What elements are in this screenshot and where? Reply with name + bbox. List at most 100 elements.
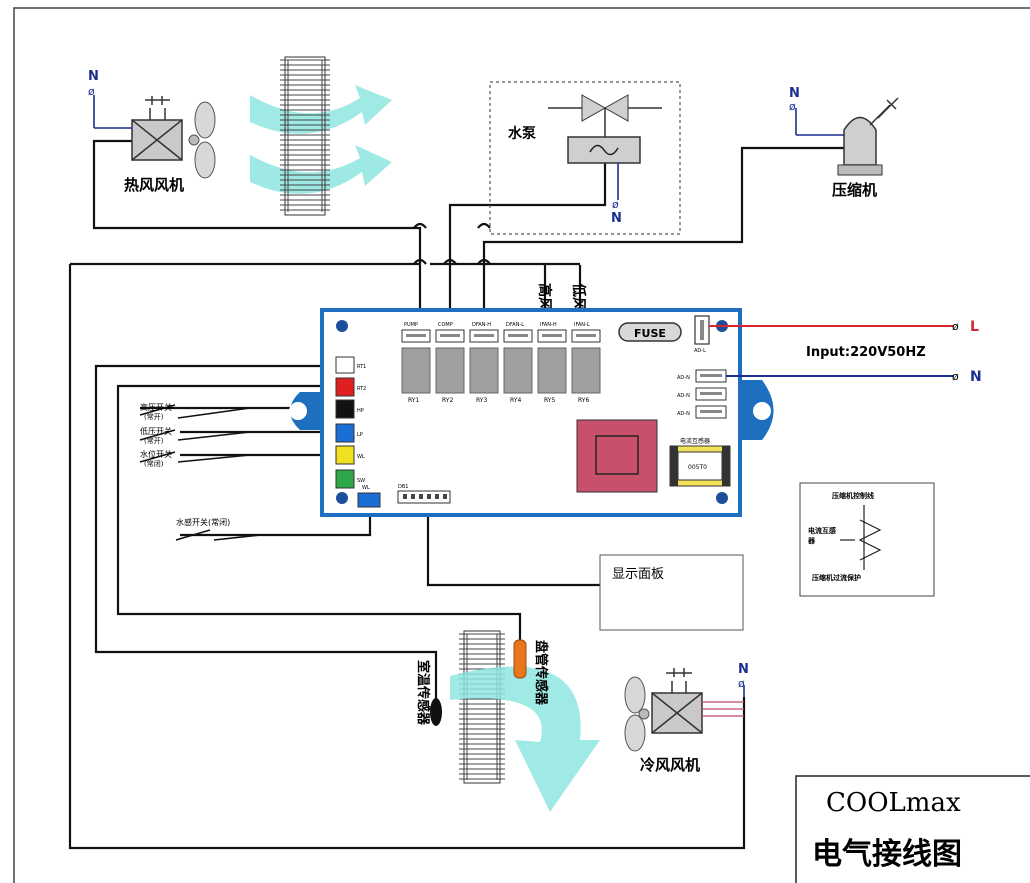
db1-label: DB1 — [398, 484, 408, 490]
relay-label-3: RY3 — [476, 397, 487, 404]
relay-top-label-2: COMP — [438, 322, 453, 328]
cold-fan-neutral-label: N — [738, 662, 749, 677]
adn-label-1: AD-N — [677, 375, 690, 381]
cold-fan — [624, 668, 745, 752]
room-temp-sensor — [430, 698, 442, 726]
outer-frame — [13, 7, 1030, 883]
display-panel-label: 显示面板 — [612, 567, 664, 582]
relay-2 — [435, 347, 465, 394]
title-block — [795, 775, 1030, 883]
ct-title: 电流互感器 — [680, 437, 710, 445]
neutral-terminal: ø — [952, 370, 959, 383]
wl-label: WL — [362, 485, 370, 491]
relay-connector-pin-2 — [440, 334, 460, 337]
relay-label-4: RY4 — [510, 397, 521, 404]
ct-value: 005T0 — [688, 464, 707, 471]
pump-label: 水泵 — [508, 125, 536, 142]
conn-label-wl: WL — [357, 454, 365, 460]
conn-label-rt2: RT2 — [357, 386, 366, 392]
legend-line1: 压缩机控制线 — [832, 491, 874, 500]
hot-fan-neutral-label: N — [88, 69, 99, 84]
relay-5 — [537, 347, 567, 394]
hot-fan — [93, 95, 216, 179]
adn-label-2: AD-N — [677, 393, 690, 399]
black-wires — [68, 139, 844, 850]
legend-ct-symbol — [840, 505, 882, 570]
switch-water-label: 水位开关 — [140, 449, 172, 459]
compressor — [795, 97, 899, 176]
compressor-neutral-symbol: ø — [789, 100, 796, 113]
conn-label-hp: HP — [357, 408, 364, 414]
switch-water-sub: (常闭) — [144, 459, 164, 468]
cold-airflow — [450, 666, 600, 812]
relay-3 — [469, 347, 499, 394]
low-wind-label: 低风 — [570, 282, 587, 311]
cold-fan-neutral-symbol: ø — [738, 677, 745, 690]
hot-fan-neutral-symbol: ø — [88, 85, 95, 98]
switch-low-sub: (常开) — [144, 436, 164, 445]
relay-top-label-3: DFAN-H — [472, 322, 491, 328]
adn-terminals — [695, 369, 727, 419]
compressor-label: 压缩机 — [832, 181, 877, 199]
switch-flow-label: 水感开关(常闭) — [176, 517, 230, 527]
legend-line3: 器 — [807, 536, 816, 545]
relay-label-2: RY2 — [442, 397, 453, 404]
high-wind-label: 高风 — [536, 283, 553, 311]
room-temp-sensor-label: 室温传感器 — [415, 660, 431, 726]
relay-connector-pin-5 — [542, 334, 562, 337]
pump-box — [489, 81, 681, 235]
relay-6 — [571, 347, 601, 394]
fuse-label: FUSE — [634, 327, 666, 340]
relay-connector-pin-4 — [508, 334, 528, 337]
relay-bank: PUMP RY1 COMP RY2 DFAN-H RY3 DFAN-L RY4 IFAN-H RY… — [401, 322, 601, 404]
diagram-title: 电气接线图 — [812, 837, 962, 872]
relay-label-6: RY6 — [578, 397, 589, 404]
input-label: Input:220V50HZ — [806, 345, 926, 360]
relay-connector-pin-1 — [406, 334, 426, 337]
live-terminal: ø — [952, 320, 959, 333]
brand-text: COOLmax — [826, 788, 961, 818]
relay-top-label-5: IFAN-H — [540, 322, 557, 328]
relay-4 — [503, 347, 533, 394]
switch-low-label: 低压开关 — [140, 426, 172, 436]
relay-1 — [401, 347, 431, 394]
relay-connector-pin-3 — [474, 334, 494, 337]
switch-high-sub: (常开) — [144, 412, 164, 421]
conn-label-sw: SW — [357, 478, 365, 484]
relay-label-1: RY1 — [408, 397, 419, 404]
conn-label-rt1: RT1 — [357, 364, 366, 370]
relay-label-5: RY5 — [544, 397, 555, 404]
display-panel — [599, 554, 744, 631]
relay-top-label-6: IFAN-L — [574, 322, 590, 328]
switch-symbols — [139, 404, 261, 541]
cold-fan-label: 冷风风机 — [640, 756, 700, 774]
adl-pin — [700, 320, 704, 340]
conn-label-lp: LP — [357, 432, 363, 438]
compressor-neutral-label: N — [789, 86, 800, 101]
hot-fan-label: 热风风机 — [124, 176, 184, 194]
relay-top-label-4: DFAN-L — [506, 322, 524, 328]
current-transformer — [669, 445, 731, 487]
legend-line4: 压缩机过流保护 — [812, 573, 861, 582]
legend-box — [799, 482, 935, 597]
neutral-label: N — [970, 369, 982, 385]
coil-sensor — [513, 639, 527, 679]
relay-connector-pin-6 — [576, 334, 596, 337]
coil-sensor-label: 盘管传感器 — [533, 640, 549, 706]
pump-neutral-symbol: ø — [612, 198, 619, 211]
water-pump — [548, 94, 662, 200]
pump-neutral-label: N — [611, 211, 622, 226]
fuse — [618, 322, 682, 342]
adl-label: AD-L — [694, 348, 706, 354]
adn-label-3: AD-N — [677, 411, 690, 417]
hot-coil — [280, 56, 330, 216]
switch-high-label: 高压开关 — [140, 402, 172, 412]
live-label: L — [970, 319, 979, 335]
relay-top-label-1: PUMP — [404, 322, 418, 328]
left-connectors — [335, 356, 381, 508]
legend-line2: 电流互感 — [808, 526, 836, 535]
hot-airflow — [250, 85, 392, 194]
cold-coil — [459, 630, 505, 784]
